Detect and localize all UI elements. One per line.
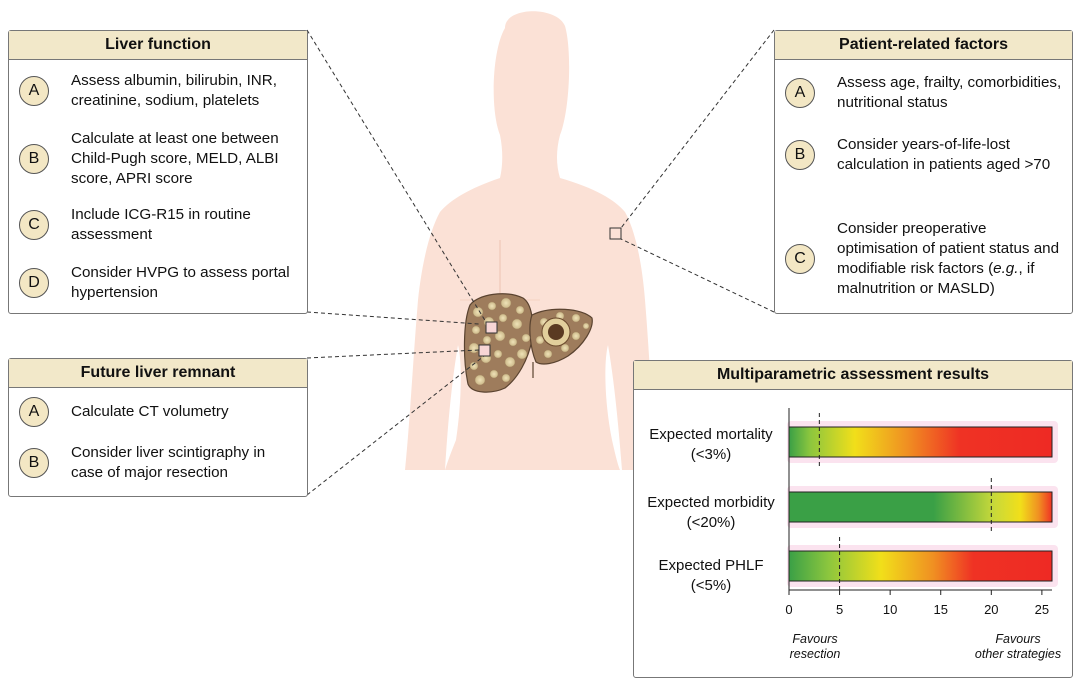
liver-function-item-d: D Consider HVPG to assess portal hyperte… xyxy=(19,263,299,303)
body-silhouette xyxy=(405,11,658,471)
chest-marker xyxy=(609,227,622,240)
row-label-phlf: Expected PHLF (<5%) xyxy=(636,556,786,596)
future-liver-remnant-title: Future liver remnant xyxy=(80,364,236,381)
favours-resection-label: Favours resection xyxy=(770,632,860,662)
badge-a: A xyxy=(785,78,815,108)
patient-item-b-text: Consider years-of-life-lost calculation … xyxy=(837,136,1051,173)
favours-other-label: Favours other strategies xyxy=(968,632,1068,662)
badge-b: B xyxy=(19,448,49,478)
badge-c: C xyxy=(785,244,815,274)
mortality-threshold-label: (<3%) xyxy=(690,446,732,463)
liver-marker-upper xyxy=(485,321,498,334)
patient-item-b: B Consider years-of-life-lost calculatio… xyxy=(785,135,1064,175)
x-tick-label-25: 25 xyxy=(1034,602,1050,617)
future-liver-remnant-panel: Future liver remnant A Calculate CT volu… xyxy=(8,358,308,497)
patient-item-a: A Assess age, frailty, comorbidities, nu… xyxy=(785,73,1064,113)
liver-tumor xyxy=(548,324,564,340)
liver-function-title: Liver function xyxy=(105,36,211,53)
x-tick-label-10: 10 xyxy=(882,602,898,617)
x-tick-label-5: 5 xyxy=(835,602,844,617)
favours-resection-line1: Favours xyxy=(792,632,838,646)
patient-factors-panel: Patient-related factors A Assess age, fr… xyxy=(774,30,1073,314)
flr-item-a: A Calculate CT volumetry xyxy=(19,397,299,427)
liver-illustration xyxy=(463,293,593,393)
favours-resection-line2: resection xyxy=(789,647,841,661)
favours-other-line1: Favours xyxy=(995,632,1041,646)
flr-item-b-text: Consider liver scintigraphy in case of m… xyxy=(71,444,266,481)
future-liver-remnant-header: Future liver remnant xyxy=(9,359,307,388)
liver-function-header: Liver function xyxy=(9,31,307,60)
multiparametric-header: Multiparametric assessment results xyxy=(634,361,1072,390)
mortality-label: Expected mortality xyxy=(649,426,773,443)
liver-function-item-b-text: Calculate at least one between Child-Pug… xyxy=(71,130,279,187)
x-tick-label-0: 0 xyxy=(785,602,793,617)
badge-a: A xyxy=(19,76,49,106)
connector-lines xyxy=(306,29,775,496)
liver-function-item-b: B Calculate at least one between Child-P… xyxy=(19,129,299,189)
badge-b: B xyxy=(785,140,815,170)
patient-factors-title: Patient-related factors xyxy=(839,36,1008,53)
patient-item-a-text: Assess age, frailty, comorbidities, nutr… xyxy=(837,74,1062,111)
liver-function-panel: Liver function A Assess albumin, bilirub… xyxy=(8,30,308,314)
patient-item-c-text-tail: , if malnutrition or MASLD) xyxy=(837,260,1035,297)
patient-item-c-text-main: Consider preoperative optimisation of pa… xyxy=(837,220,1060,277)
badge-d: D xyxy=(19,268,49,298)
liver-right-lobe xyxy=(463,293,534,393)
patient-factors-header: Patient-related factors xyxy=(775,31,1072,60)
patient-item-c-text-eg: e.g. xyxy=(993,260,1019,277)
badge-b: B xyxy=(19,144,49,174)
patient-item-c: C Consider preoperative optimisation of … xyxy=(785,219,1064,299)
liver-function-item-c: C Include ICG-R15 in routine assessment xyxy=(19,205,299,245)
multiparametric-title: Multiparametric assessment results xyxy=(716,366,990,383)
liver-function-item-a: A Assess albumin, bilirubin, INR, creati… xyxy=(19,71,299,111)
liver-marker-lower xyxy=(478,344,491,357)
morbidity-threshold-label: (<20%) xyxy=(686,514,736,531)
morbidity-label: Expected morbidity xyxy=(647,494,775,511)
phlf-threshold-label: (<5%) xyxy=(690,577,732,594)
liver-function-item-d-text: Consider HVPG to assess portal hypertens… xyxy=(71,264,290,301)
phlf-label: Expected PHLF xyxy=(658,557,764,574)
row-label-mortality: Expected mortality (<3%) xyxy=(636,425,786,465)
x-tick-label-20: 20 xyxy=(984,602,999,617)
flr-item-a-text: Calculate CT volumetry xyxy=(71,403,229,420)
badge-c: C xyxy=(19,210,49,240)
patient-item-c-text: Consider preoperative optimisation of pa… xyxy=(837,219,1064,299)
x-tick-label-15: 15 xyxy=(933,602,948,617)
favours-other-line2: other strategies xyxy=(974,647,1062,661)
flr-item-b: B Consider liver scintigraphy in case of… xyxy=(19,443,299,483)
liver-function-item-c-text: Include ICG-R15 in routine assessment xyxy=(71,206,251,243)
liver-function-item-a-text: Assess albumin, bilirubin, INR, creatini… xyxy=(71,72,277,109)
badge-a: A xyxy=(19,397,49,427)
row-label-morbidity: Expected morbidity (<20%) xyxy=(636,493,786,533)
